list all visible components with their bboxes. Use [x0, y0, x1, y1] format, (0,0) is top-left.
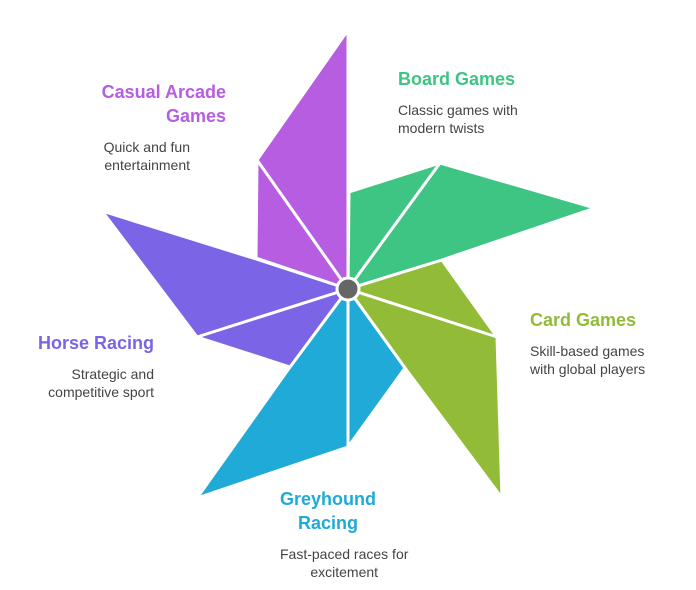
desc-line: Fast-paced races for [280, 546, 409, 562]
horse-racing-title: Horse Racing [37, 333, 154, 353]
divider [346, 162, 442, 290]
desc-line: excitement [310, 564, 379, 580]
board-games-title: Board Games [398, 69, 516, 89]
greyhound-racing-desc: Fast-paced races for excitement [280, 545, 408, 581]
blade-horse-racing [100, 209, 350, 369]
desc-line: Quick and fun [103, 139, 190, 155]
desc-line: Classic games with [398, 102, 518, 118]
board-games-block: Board Games Classic games with modern twi… [398, 67, 518, 137]
desc-line: modern twists [398, 120, 485, 136]
desc-line: entertainment [104, 157, 190, 173]
desc-line: with global players [530, 361, 646, 377]
card-games-block: Card Games Skill-based games with global … [530, 308, 645, 378]
casual-arcade-desc: Quick and fun entertainment [102, 138, 190, 174]
divider [347, 287, 498, 339]
blade-board-games [346, 161, 597, 291]
divider [196, 287, 349, 339]
center-hub [335, 276, 361, 302]
title-line: Greyhound [280, 489, 377, 509]
blade-casual-arcade [254, 28, 350, 291]
desc-line: Strategic and [71, 366, 155, 382]
card-games-desc: Skill-based games with global players [530, 342, 645, 378]
card-games-title: Card Games [530, 310, 637, 330]
horse-racing-desc: Strategic and competitive sport [38, 365, 154, 401]
title-line: Racing [298, 513, 359, 533]
desc-line: competitive sport [48, 384, 154, 400]
horse-racing-block: Horse Racing Strategic and competitive sp… [38, 331, 154, 401]
board-games-desc: Classic games with modern twists [398, 101, 518, 137]
title-line: Casual Arcade [101, 82, 226, 102]
divider [255, 159, 350, 290]
title-line: Games [165, 106, 226, 126]
desc-line: Skill-based games [530, 343, 645, 359]
